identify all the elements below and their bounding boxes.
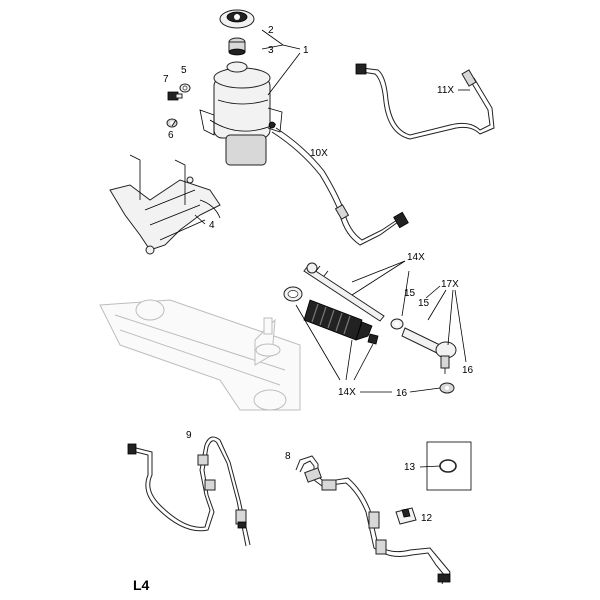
fastener-5 (179, 83, 191, 93)
callout-1: 1 (303, 45, 309, 56)
inner-tie-rod (303, 262, 385, 322)
callout-17x: 17X (441, 279, 459, 290)
callout-15b: 15 (418, 298, 430, 309)
reservoir-cap (219, 9, 255, 29)
callout-16b: 16 (396, 388, 408, 399)
callout-14x-bottom: 14X (338, 387, 356, 398)
bolt-7 (167, 91, 183, 101)
callout-5: 5 (181, 65, 187, 76)
callout-10x: 10X (310, 148, 328, 159)
small-clamp (367, 333, 379, 345)
callout-9: 9 (186, 430, 192, 441)
reservoir-strainer (228, 37, 246, 56)
callout-2: 2 (268, 25, 274, 36)
hose-9 (127, 436, 251, 547)
lock-nut-15 (390, 318, 404, 330)
callout-16a: 16 (462, 365, 474, 376)
hose-8 (295, 455, 451, 585)
tie-rod-end (401, 327, 457, 374)
callout-4: 4 (209, 220, 215, 231)
hose-clip-12 (395, 507, 417, 525)
callout-13: 13 (404, 462, 416, 473)
callout-14x-top: 14X (407, 252, 425, 263)
reservoir-bracket (109, 154, 221, 255)
callout-8: 8 (285, 451, 291, 462)
callout-12: 12 (421, 513, 433, 524)
callout-15a: 15 (404, 288, 416, 299)
callout-11x: 11X (437, 85, 454, 96)
callout-labels: 2 3 1 5 7 6 4 10X 11X 14X 15 15 17X 16 1… (163, 25, 474, 524)
sheet-label: L4 (133, 577, 150, 593)
rack-boot (303, 299, 373, 341)
return-hose-11x (355, 63, 495, 140)
callout-6: 6 (168, 130, 174, 141)
castle-nut-16 (439, 382, 455, 394)
callout-7: 7 (163, 74, 169, 85)
boot-clamp (283, 286, 303, 302)
fluid-reservoir (199, 61, 283, 166)
callout-3: 3 (268, 45, 274, 56)
nut-6 (166, 118, 178, 128)
pressure-hose-10x (271, 127, 409, 246)
steering-rack (99, 299, 301, 411)
leader-lines (171, 29, 470, 468)
